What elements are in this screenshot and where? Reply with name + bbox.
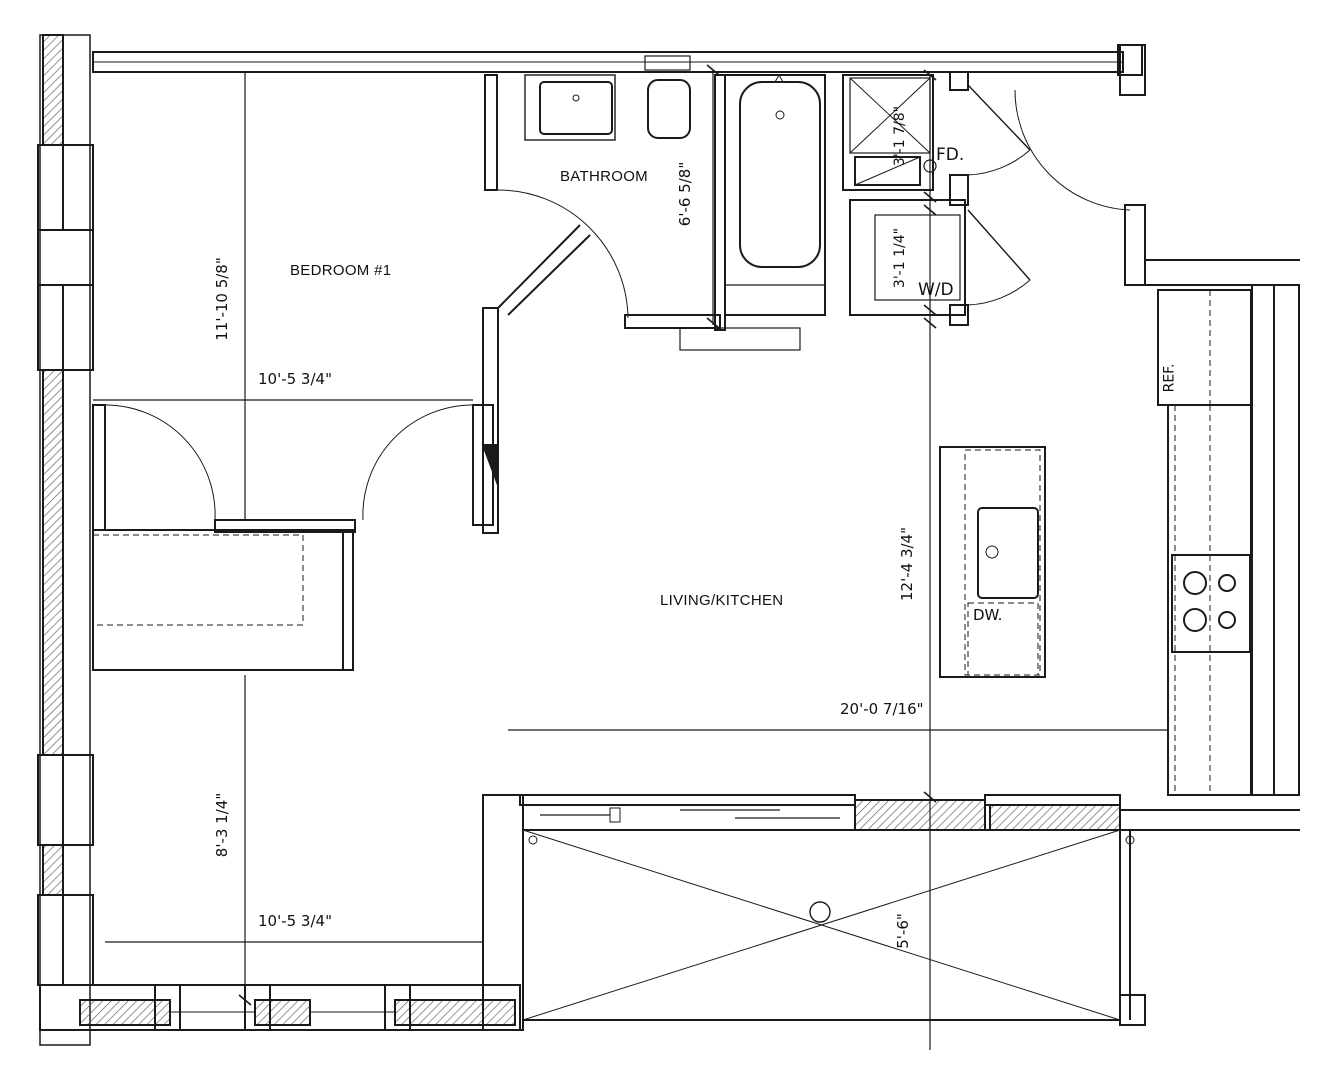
bedroom-partition bbox=[472, 224, 591, 534]
label-refrigerator: REF. bbox=[1161, 363, 1178, 393]
closet bbox=[92, 404, 474, 671]
room-label-bathroom: BATHROOM bbox=[560, 168, 648, 185]
label-washer-dryer: W/D bbox=[918, 280, 954, 300]
dimension-lines bbox=[93, 70, 1168, 1050]
room-label-bedroom: BEDROOM #1 bbox=[290, 262, 392, 279]
dimension-ticks bbox=[238, 64, 937, 1006]
kitchen-counter bbox=[1157, 284, 1300, 796]
dim-fd-closet-height: 3'-1 7/8" bbox=[892, 105, 909, 167]
dim-balcony-depth: 5'-6" bbox=[893, 913, 912, 949]
dim-living-height: 12'-4 3/4" bbox=[897, 527, 916, 601]
left-wall bbox=[37, 34, 94, 1046]
dim-bedroom-width: 10'-5 3/4" bbox=[258, 370, 332, 388]
label-floor-drain: FD. bbox=[936, 145, 965, 165]
dim-bathroom-height: 6'-6 5/8" bbox=[676, 161, 695, 227]
dim-wd-height: 3'-1 1/4" bbox=[892, 227, 909, 289]
bottom-wall bbox=[39, 984, 521, 1031]
room-label-living-kitchen: LIVING/KITCHEN bbox=[660, 592, 784, 609]
balcony bbox=[482, 794, 1300, 1031]
label-dishwasher: DW. bbox=[973, 606, 1003, 624]
bathroom bbox=[484, 73, 826, 351]
kitchen-island bbox=[939, 446, 1046, 678]
dim-lower-width: 10'-5 3/4" bbox=[258, 912, 332, 930]
top-wall bbox=[92, 44, 1143, 76]
dim-lower-height: 8'-3 1/4" bbox=[213, 792, 232, 858]
dim-living-width: 20'-0 7/16" bbox=[840, 700, 924, 718]
dim-bedroom-height: 11'-10 5/8" bbox=[212, 257, 231, 341]
entry-door bbox=[1014, 44, 1300, 286]
